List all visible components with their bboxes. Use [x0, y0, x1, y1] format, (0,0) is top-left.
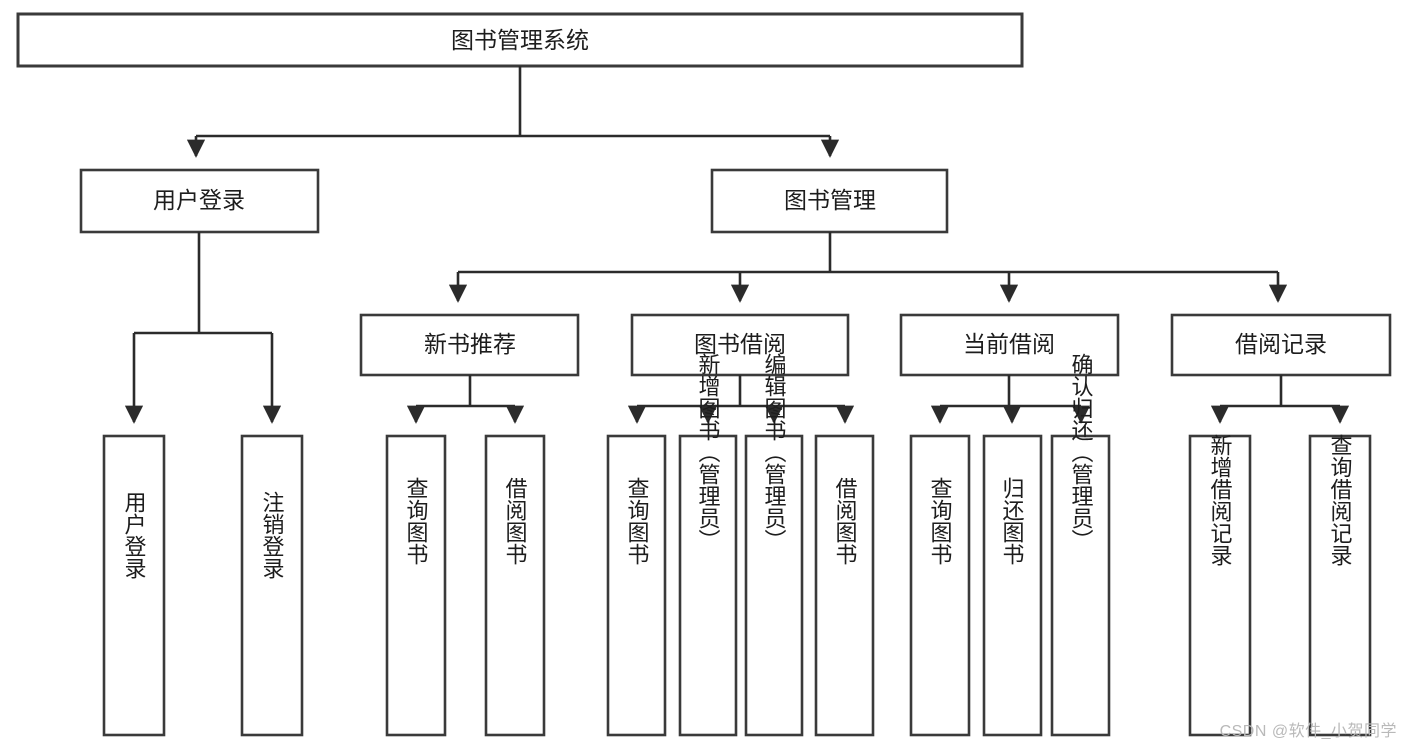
node-book-manage[interactable]: 图书管理: [710, 168, 949, 234]
leaf-node[interactable]: 用户登录: [102, 434, 166, 737]
root-box[interactable]: [16, 12, 1024, 68]
leaf-node[interactable]: 归还图书: [982, 434, 1043, 737]
leaf-node[interactable]: 查询图书: [909, 434, 971, 737]
current-borrow-box[interactable]: [899, 313, 1120, 377]
book-manage-label: 图书管理: [784, 187, 876, 213]
edge-group-current-borrow: [930, 375, 1091, 424]
leaf-confirm-return-box[interactable]: [1050, 434, 1111, 737]
leaf-query-record-box[interactable]: [1308, 434, 1372, 737]
node-new-book-rec[interactable]: 新书推荐: [359, 313, 580, 377]
csdn-watermark: CSDN @软件_小贺同学: [1219, 723, 1397, 740]
leaf-user-logout-label: 注销登录: [260, 491, 285, 579]
edge-group-root: [186, 66, 840, 158]
root-label: 图书管理系统: [451, 27, 589, 53]
leaf-add-record-box[interactable]: [1188, 434, 1252, 737]
leaf-add-record-label: 新增借阅记录: [1208, 434, 1233, 566]
user-login-label: 用户登录: [153, 187, 245, 213]
new-book-rec-box[interactable]: [359, 313, 580, 377]
leaf-edit-book-box[interactable]: [744, 434, 804, 737]
leaf-query-book-1-box[interactable]: [385, 434, 447, 737]
leaf-node[interactable]: 新增借阅记录: [1188, 434, 1252, 737]
book-borrow-label: 图书借阅: [694, 331, 786, 357]
leaf-query-book-2-box[interactable]: [606, 434, 667, 737]
leaf-node[interactable]: 查询图书: [606, 434, 667, 737]
node-root[interactable]: 图书管理系统: [16, 12, 1024, 68]
leaf-node[interactable]: 查询图书: [385, 434, 447, 737]
leaf-node[interactable]: 注销登录: [240, 434, 304, 737]
node-book-borrow[interactable]: 图书借阅: [630, 313, 850, 377]
leaf-user-login-label: 用户登录: [122, 491, 147, 579]
current-borrow-label: 当前借阅: [963, 331, 1055, 357]
leaf-user-logout-box[interactable]: [240, 434, 304, 737]
leaf-borrow-book-1-label: 借阅图书: [503, 477, 528, 565]
leaf-node[interactable]: 借阅图书: [484, 434, 546, 737]
book-borrow-box[interactable]: [630, 313, 850, 377]
leaf-edit-book-label: 编辑图书（管理员）: [762, 353, 787, 551]
new-book-rec-label: 新书推荐: [424, 331, 516, 357]
leaf-user-login-box[interactable]: [102, 434, 166, 737]
leaf-node[interactable]: 查询借阅记录: [1308, 434, 1372, 737]
book-manage-box[interactable]: [710, 168, 949, 234]
borrow-record-label: 借阅记录: [1235, 331, 1327, 357]
node-borrow-record[interactable]: 借阅记录: [1170, 313, 1392, 377]
leaf-borrow-book-2-box[interactable]: [814, 434, 875, 737]
leaf-query-book-2-label: 查询图书: [625, 477, 650, 565]
edge-group-new-book-rec: [406, 375, 525, 424]
leaf-add-book-label: 新增图书（管理员）: [696, 353, 721, 551]
leaf-node[interactable]: 编辑图书（管理员）: [744, 353, 804, 737]
node-current-borrow[interactable]: 当前借阅: [899, 313, 1120, 377]
leaf-query-book-1-label: 查询图书: [404, 477, 429, 565]
leaf-return-book-box[interactable]: [982, 434, 1043, 737]
edge-group-user-login: [124, 232, 282, 424]
leaf-node[interactable]: 确认归还（管理员）: [1050, 353, 1111, 737]
leaf-query-record-label: 查询借阅记录: [1328, 434, 1353, 566]
leaf-return-book-label: 归还图书: [1000, 477, 1025, 565]
edge-group-book-manage: [448, 232, 1288, 303]
node-user-login[interactable]: 用户登录: [79, 168, 320, 234]
leaf-query-book-3-label: 查询图书: [928, 477, 953, 565]
leaf-confirm-return-label: 确认归还（管理员）: [1069, 353, 1094, 551]
borrow-record-box[interactable]: [1170, 313, 1392, 377]
leaf-add-book-box[interactable]: [678, 434, 738, 737]
edge-group-borrow-record: [1210, 375, 1350, 424]
leaf-borrow-book-1-box[interactable]: [484, 434, 546, 737]
leaf-query-book-3-box[interactable]: [909, 434, 971, 737]
leaf-node[interactable]: 借阅图书: [814, 434, 875, 737]
leaf-node[interactable]: 新增图书（管理员）: [678, 353, 738, 737]
leaf-borrow-book-2-label: 借阅图书: [833, 477, 858, 565]
edge-group-book-borrow: [627, 375, 855, 424]
